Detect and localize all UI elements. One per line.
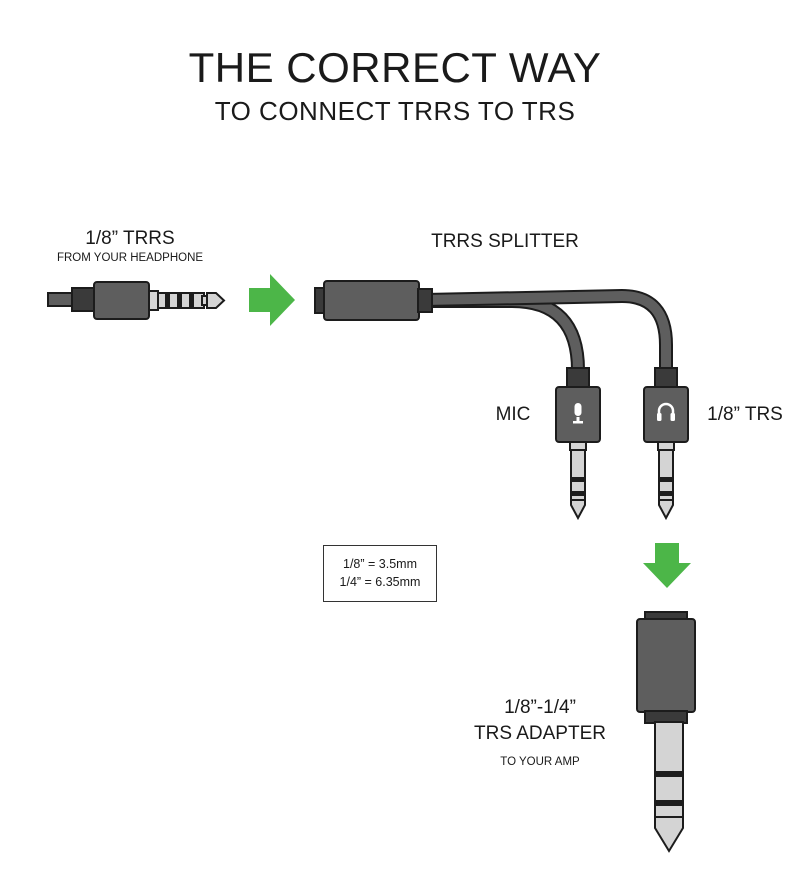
trs-plug-body <box>643 386 689 443</box>
mic-label: MIC <box>495 404 531 425</box>
trrs-plug-strain-relief <box>71 287 97 312</box>
trrs-plug-label: 1/8” TRRS <box>85 228 175 249</box>
adapter-label-line-1: 1/8”-1/4” <box>504 697 576 718</box>
splitter-cable-trs <box>424 290 671 378</box>
splitter-socket-body <box>323 280 420 321</box>
trs-adapter <box>636 611 696 853</box>
right-arrow-icon <box>249 274 295 326</box>
splitter-cable-mic <box>425 296 583 378</box>
down-arrow-icon <box>643 543 691 588</box>
conversion-line-1: 1/8” = 3.5mm <box>343 557 417 571</box>
trrs-splitter <box>314 280 689 521</box>
trrs-plug-tip <box>206 292 226 309</box>
trs-label: 1/8” TRS <box>707 404 783 425</box>
splitter-label: TRRS SPLITTER <box>431 231 579 252</box>
page-subtitle: TO CONNECT TRRS TO TRS <box>214 96 576 126</box>
adapter-label-line-2: TRS ADAPTER <box>474 723 606 744</box>
headphone-icon <box>657 402 675 421</box>
trs-plug <box>643 367 689 521</box>
trrs-plug-sublabel: FROM YOUR HEADPHONE <box>56 252 204 264</box>
adapter-body <box>636 618 696 713</box>
mic-icon <box>573 403 583 424</box>
mic-plug <box>555 367 601 521</box>
adapter-sublabel: TO YOUR AMP <box>500 756 580 768</box>
page-title: THE CORRECT WAY <box>188 44 602 91</box>
trrs-plug-body <box>93 281 150 320</box>
adapter-tip <box>654 816 684 853</box>
conversion-box: 1/8” = 3.5mm 1/4” = 6.35mm <box>323 545 437 602</box>
trrs-plug <box>47 281 226 320</box>
conversion-line-2: 1/4” = 6.35mm <box>339 575 421 589</box>
